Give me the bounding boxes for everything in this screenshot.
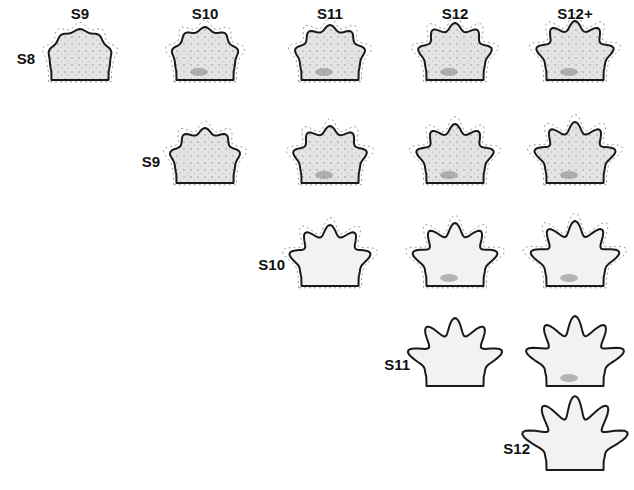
growth-outline <box>43 22 118 81</box>
stage-label: S12+ <box>557 6 592 21</box>
limb-bud <box>526 316 624 386</box>
stage-label: S9 <box>142 154 160 169</box>
stage-label: S10 <box>258 257 285 272</box>
stain-mark <box>315 68 333 76</box>
growth-outline <box>286 119 373 185</box>
limb-bud <box>413 223 498 286</box>
limb-bud <box>295 25 365 80</box>
limb-bud <box>418 23 492 80</box>
stage-label: S10 <box>192 6 219 21</box>
limb-bud <box>535 122 616 183</box>
growth-outline <box>527 114 622 184</box>
growth-outline <box>523 213 627 288</box>
growth-outline <box>166 20 245 82</box>
limb-bud <box>170 128 240 183</box>
growth-outline <box>529 14 620 82</box>
stage-label: S8 <box>17 51 35 66</box>
growth-outline <box>409 117 500 185</box>
stage-label: S11 <box>317 6 343 21</box>
stain-mark <box>560 274 578 282</box>
growth-outline <box>411 16 498 82</box>
stain-mark <box>560 68 578 76</box>
stain-mark <box>190 68 208 76</box>
stage-label: S12 <box>442 6 469 21</box>
stain-mark <box>560 171 578 179</box>
limb-bud <box>290 225 371 286</box>
growth-outline <box>164 121 247 185</box>
limb-bud <box>416 124 493 183</box>
growth-outline <box>289 18 372 82</box>
stain-mark <box>315 171 333 179</box>
limb-bud <box>408 318 502 386</box>
growth-outline <box>405 215 504 288</box>
limb-bud <box>293 126 367 183</box>
limb-bud <box>531 221 620 286</box>
stage-label: S11 <box>384 357 410 372</box>
growth-outline <box>282 217 377 287</box>
stage-label: S12 <box>503 441 530 456</box>
limb-bud <box>522 396 627 470</box>
limb-bud <box>49 29 112 80</box>
limb-bud <box>536 21 613 80</box>
stain-mark <box>560 374 578 382</box>
stain-mark <box>440 274 458 282</box>
limb-bud <box>172 27 238 80</box>
stain-mark <box>440 68 458 76</box>
stage-label: S9 <box>71 6 89 21</box>
stain-mark <box>440 171 458 179</box>
